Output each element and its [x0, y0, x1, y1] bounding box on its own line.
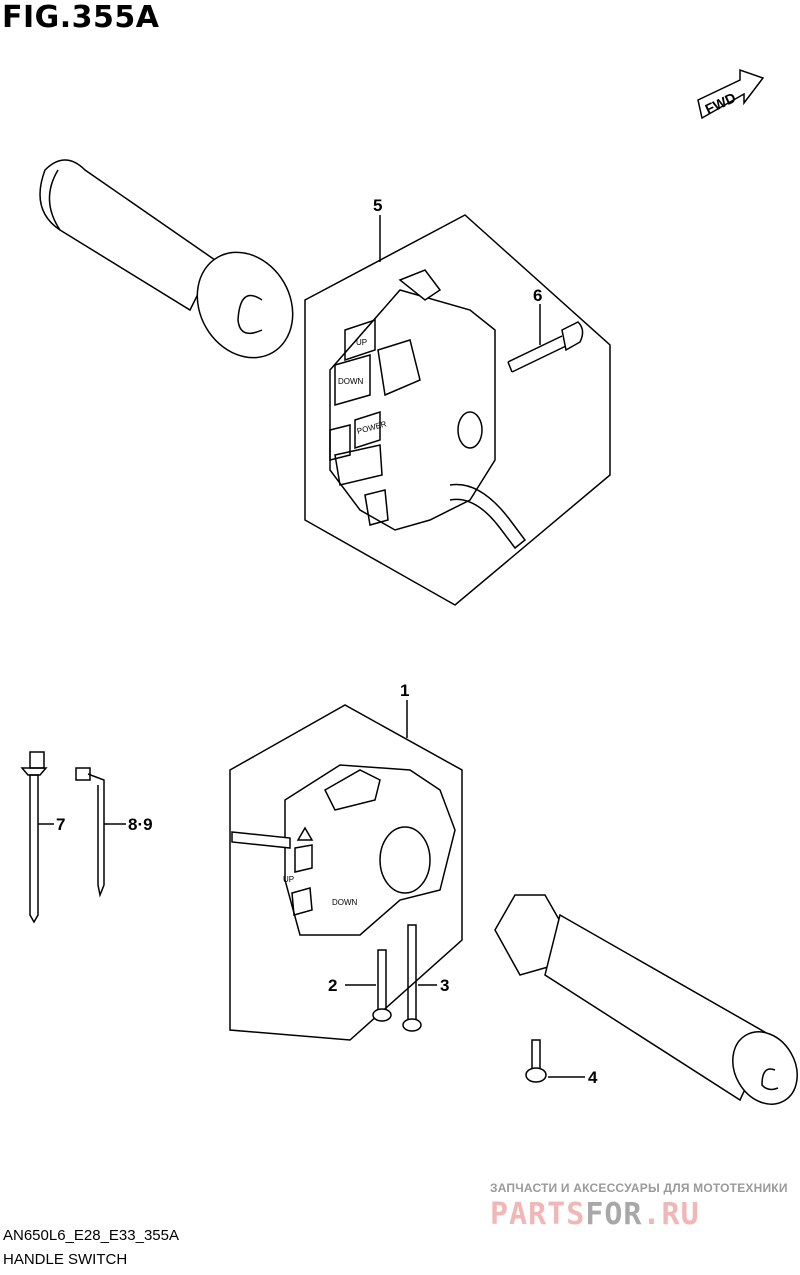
left-grip[interactable]: [39, 159, 311, 375]
screw-3[interactable]: [402, 924, 422, 1032]
screw-4[interactable]: [525, 1039, 547, 1083]
fwd-arrow-icon: FWD: [697, 68, 765, 120]
right-grip[interactable]: [494, 894, 800, 1116]
watermark-logo-for: FOR: [585, 1197, 643, 1232]
watermark-logo: PARTSFOR.RU: [490, 1197, 700, 1232]
figure-code: AN650L6_E28_E33_355A: [3, 1227, 179, 1244]
cable-tie-7[interactable]: [20, 751, 48, 924]
callout-1: 1: [400, 681, 409, 700]
callout-8-9: 8·9: [128, 815, 153, 834]
watermark-subtitle: ЗАПЧАСТИ И АКСЕССУАРЫ ДЛЯ МОТОТЕХНИКИ: [490, 1181, 788, 1195]
switch-face-up2: UP: [283, 875, 294, 884]
clamp-8-9[interactable]: [75, 767, 105, 898]
figure-name: HANDLE SWITCH: [3, 1251, 128, 1268]
callout-5: 5: [373, 196, 382, 215]
assembly-box-5: [304, 214, 611, 606]
switch-face-down2: DOWN: [332, 898, 358, 907]
switch-face-up: UP: [356, 338, 367, 347]
left-handle-switch[interactable]: UP DOWN POWER: [329, 269, 527, 550]
assembly-box-1: [229, 704, 463, 1041]
callout-3: 3: [440, 976, 449, 995]
callout-2: 2: [328, 976, 337, 995]
watermark-logo-ru: .RU: [642, 1197, 700, 1232]
callout-6: 6: [533, 286, 542, 305]
screw-2[interactable]: [372, 949, 392, 1022]
figure-title: FIG.355A: [2, 0, 160, 35]
callout-7: 7: [56, 815, 65, 834]
fwd-label: FWD: [702, 89, 738, 117]
watermark-logo-parts: PARTS: [490, 1197, 586, 1232]
switch-face-down: DOWN: [338, 377, 364, 386]
right-handle-switch[interactable]: UP DOWN: [231, 764, 456, 936]
callout-4: 4: [588, 1068, 598, 1087]
screw-6[interactable]: [507, 321, 584, 373]
